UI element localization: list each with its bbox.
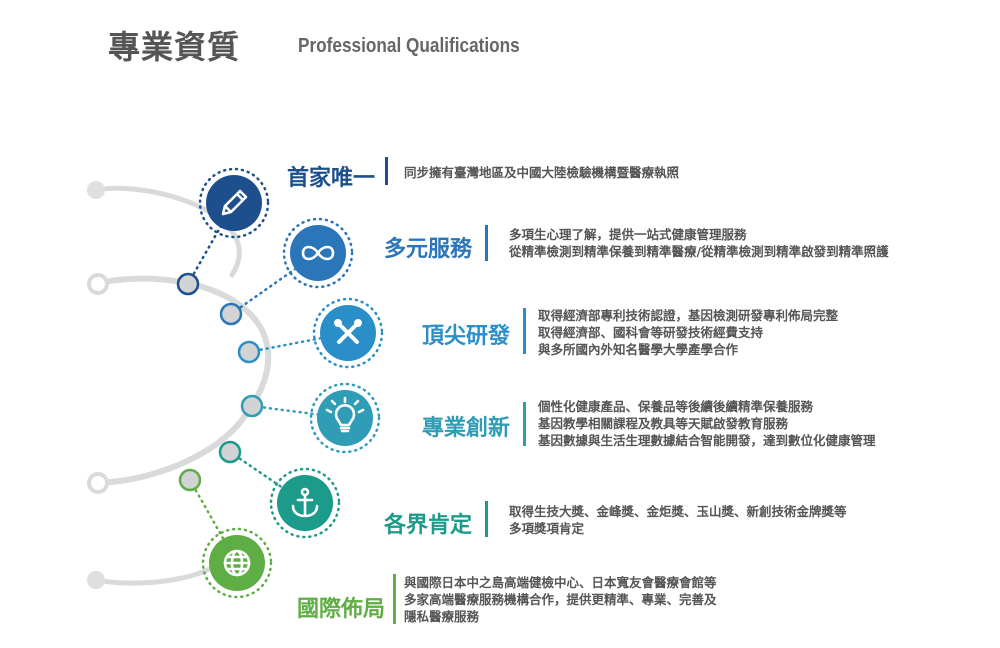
description-line: 與多所國內外知名醫學大學產學合作 [538,342,739,357]
item-title: 多元服務 [383,237,472,262]
page-title: 專業資質 [108,28,241,66]
badge-pen [198,167,270,239]
description-line: 基因數據與生活生理數據結合智能開發，達到數位化健康管理 [538,433,876,448]
description-line: 多家高端醫療服務機構合作，提供更精準、專業、完善及 [404,592,717,607]
item-divider [485,225,488,261]
badge-anchor [269,467,341,539]
spine-end-ring [87,273,109,295]
spine-end-ring [87,472,109,494]
description-line: 同步擁有臺灣地區及中國大陸檢驗機構暨醫療執照 [404,165,680,180]
description-line: 多項生心理了解，提供一站式健康管理服務 [509,227,747,242]
item-description: 取得經濟部專利技術認證，基因檢測研發專利佈局完整取得經濟部、國科會等研發技術經費… [538,307,838,358]
spine-end-dot [87,181,105,199]
badge-tools [312,297,384,369]
spine-node [178,468,202,492]
lightbulb-icon [325,396,365,433]
item-title: 首家唯一 [286,166,375,191]
infinity-icon [301,245,335,261]
item-title: 國際佈局 [296,597,385,622]
spine-node [240,394,264,418]
spine-end-dot [87,571,105,589]
icon-badges [198,167,384,599]
item-description: 取得生技大獎、金峰獎、金炬獎、玉山獎、新創技術金牌獎等多項獎項肯定 [509,503,847,537]
description-line: 取得經濟部專利技術認證，基因檢測研發專利佈局完整 [538,308,839,323]
page-subtitle: Professional Qualifications [298,35,520,57]
description-line: 多項獎項肯定 [509,521,585,536]
item-divider [523,308,526,354]
description-line: 個性化健康產品、保養品等後續後續精準保養服務 [538,399,814,414]
description-line: 與國際日本中之島高端健檢中心、日本寬友會醫療會館等 [404,575,717,590]
description-line: 隱私醫療服務 [404,609,480,624]
spine-node [218,440,242,464]
item-description: 個性化健康產品、保養品等後續後續精準保養服務基因教學相關課程及教具等天賦啟發教育… [538,398,876,449]
item-divider [485,501,488,537]
item-divider [393,574,396,624]
pen-icon [221,189,248,216]
item-title: 頂尖研發 [421,324,510,349]
globe-icon [223,549,251,577]
spine-node [219,302,243,326]
description-line: 取得生技大獎、金峰獎、金炬獎、玉山獎、新創技術金牌獎等 [509,504,847,519]
badge-lightbulb [309,382,381,454]
spine-node [237,340,261,364]
description-line: 從精準檢測到精準保養到精準醫療/從精準檢測到精準啟發到精準照護 [509,244,889,259]
item-divider [385,157,388,185]
curved-spine [87,181,272,589]
description-line: 基因教學相關課程及教具等天賦啟發教育服務 [538,416,789,431]
spine-node [176,272,200,296]
item-description: 多項生心理了解，提供一站式健康管理服務從精準檢測到精準保養到精準醫療/從精準檢測… [509,226,889,260]
badge-infinity [282,217,354,289]
item-title: 各界肯定 [383,513,472,538]
tools-icon [334,319,362,344]
anchor-icon [291,487,319,518]
description-line: 取得經濟部、國科會等研發技術經費支持 [538,325,764,340]
connector-line [229,251,320,316]
spine-nodes [176,272,264,492]
item-description: 同步擁有臺灣地區及中國大陸檢驗機構暨醫療執照 [404,164,679,181]
item-divider [523,402,526,446]
item-description: 與國際日本中之島高端健檢中心、日本寬友會醫療會館等多家高端醫療服務機構合作，提供… [404,574,717,625]
item-title: 專業創新 [421,416,510,441]
badge-globe [201,527,273,599]
